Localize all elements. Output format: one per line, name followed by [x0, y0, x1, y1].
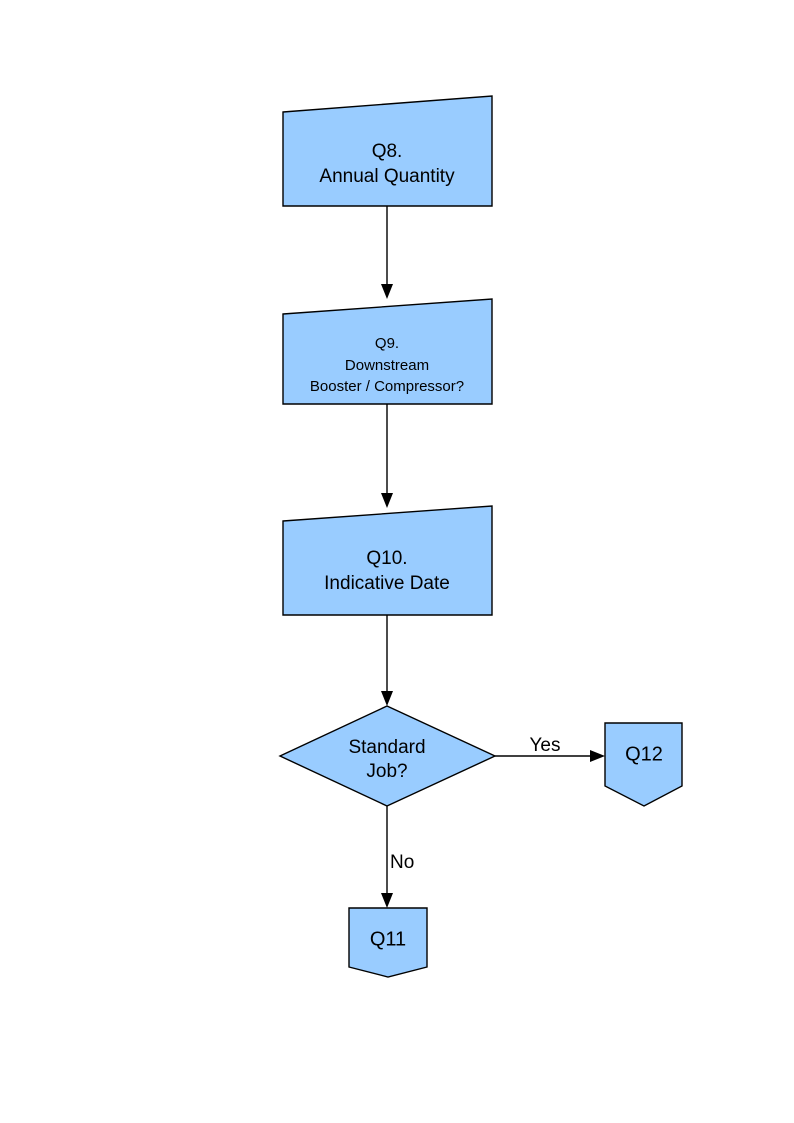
node-q11-shape: [348, 907, 428, 978]
edge-label-no: No: [390, 852, 414, 873]
node-q10-shape: [282, 505, 493, 616]
node-q9[interactable]: Q9. Downstream Booster / Compressor?: [282, 298, 493, 405]
node-q10-line-1: Q10.: [366, 548, 407, 569]
edge-q9-q10: [381, 404, 393, 508]
edge-decision-q12: [495, 750, 605, 762]
node-q12-shape: [604, 722, 683, 807]
node-decision-line-2: Job?: [366, 761, 407, 782]
node-decision-standard-job[interactable]: Standard Job?: [278, 705, 497, 807]
node-decision-shape: [278, 705, 497, 807]
node-q11[interactable]: Q11: [348, 907, 428, 978]
node-q8-shape: [282, 95, 493, 207]
node-q10[interactable]: Q10. Indicative Date: [282, 505, 493, 616]
edge-decision-q11: [381, 806, 393, 908]
node-q9-shape: [282, 298, 493, 405]
node-q11-label: Q11: [370, 928, 406, 950]
node-q9-line-3: Booster / Compressor?: [310, 378, 464, 395]
node-q9-line-1: Q9.: [375, 335, 399, 352]
node-decision-line-1: Standard: [348, 737, 425, 758]
node-q12-label: Q12: [625, 743, 663, 765]
edge-q8-q9: [381, 206, 393, 299]
node-q8-line-2: Annual Quantity: [319, 166, 455, 187]
node-q8-line-1: Q8.: [372, 141, 403, 162]
edge-label-yes: Yes: [530, 735, 561, 756]
node-q9-line-2: Downstream: [345, 357, 429, 374]
node-q12[interactable]: Q12: [604, 722, 683, 807]
node-q10-line-2: Indicative Date: [324, 573, 450, 594]
node-q8[interactable]: Q8. Annual Quantity: [282, 95, 493, 207]
edge-q10-decision: [381, 615, 393, 706]
